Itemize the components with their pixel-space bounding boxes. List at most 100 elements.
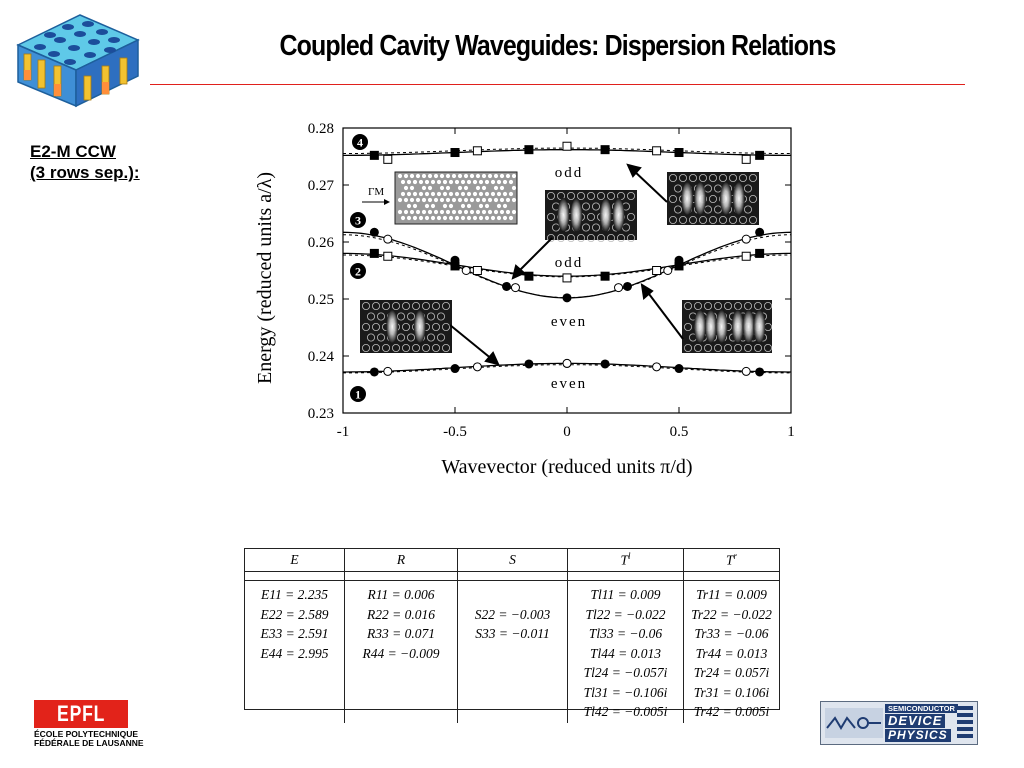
circuit-icon	[825, 708, 883, 738]
inset-hole	[424, 179, 430, 185]
inset-hole	[460, 203, 466, 209]
data-point-filled	[369, 150, 379, 160]
inset-hole	[397, 209, 403, 215]
table-cell: Tl24 = −0.057i	[583, 665, 668, 680]
band-curve-dashed-2	[343, 254, 791, 278]
table-cell: Tr42 = 0.005i	[693, 704, 770, 719]
inset-hole	[466, 203, 472, 209]
inset-hole	[409, 197, 415, 203]
inset-hole	[499, 209, 505, 215]
data-point-filled	[674, 364, 684, 374]
table-header-tr: Tr	[683, 549, 779, 572]
data-point-filled	[450, 364, 460, 374]
inset-hole	[439, 197, 445, 203]
inset-hole	[412, 179, 418, 185]
inset-hole	[496, 215, 502, 221]
y-tick-label: 0.25	[308, 292, 334, 308]
table-cell: Tr31 = 0.106i	[693, 684, 770, 700]
inset-hole	[490, 191, 496, 197]
table-cell: Tr24 = 0.057i	[693, 665, 770, 680]
data-point-filled	[524, 145, 534, 155]
inset-hole	[442, 215, 448, 221]
data-point-filled	[674, 261, 684, 271]
inset-hole	[472, 191, 478, 197]
data-point-open	[652, 146, 662, 156]
data-point-filled	[450, 148, 460, 158]
table-header-s: S	[457, 549, 568, 572]
inset-hole	[451, 173, 457, 179]
sdp-logo-bars	[957, 706, 973, 740]
inset-hole	[478, 203, 484, 209]
table-column-r: R11 = 0.006 R22 = 0.016 R33 = 0.071 R44 …	[344, 580, 458, 723]
inset-hole	[457, 209, 463, 215]
table-header-tl: Tl	[567, 549, 684, 572]
inset-hole	[511, 185, 517, 191]
epfl-logo-line-1: ÉCOLE POLYTECHNIQUE	[34, 729, 139, 739]
band-label-odd-lower: odd	[555, 255, 584, 271]
inset-hole	[493, 209, 499, 215]
inset-hole	[430, 203, 436, 209]
inset-hole	[502, 179, 508, 185]
inset-direction-label: ΓM	[368, 186, 384, 198]
band-marker-4: 4	[352, 134, 368, 150]
inset-hole	[469, 197, 475, 203]
inset-hole	[469, 209, 475, 215]
inset-hole	[424, 191, 430, 197]
data-point-filled	[674, 148, 684, 158]
inset-hole	[475, 173, 481, 179]
inset-hole	[439, 185, 445, 191]
sdp-logo-line-2: DEVICE	[885, 714, 946, 728]
inset-hole	[427, 197, 433, 203]
data-point-filled	[450, 261, 460, 271]
inset-hole	[457, 173, 463, 179]
band-marker-3: 3	[350, 212, 366, 228]
inset-hole	[484, 215, 490, 221]
band-marker-1: 1	[350, 386, 366, 402]
inset-hole	[400, 191, 406, 197]
inset-hole	[454, 191, 460, 197]
inset-hole	[448, 191, 454, 197]
inset-hole	[445, 197, 451, 203]
data-point-open	[562, 358, 572, 368]
table-cell: Tl22 = −0.022	[585, 606, 666, 622]
inset-hole	[496, 203, 502, 209]
inset-hole	[490, 179, 496, 185]
inset-hole	[409, 173, 415, 179]
inset-hole	[403, 173, 409, 179]
inset-hole	[481, 209, 487, 215]
inset-hole	[463, 173, 469, 179]
band-label-odd-upper: odd	[555, 165, 584, 181]
mode-field-image	[682, 300, 773, 353]
data-point-filled	[562, 293, 572, 303]
inset-hole	[460, 215, 466, 221]
data-point-open	[383, 251, 393, 261]
y-tick-label: 0.26	[308, 235, 335, 251]
table-cell: Tl11 = 0.009	[590, 587, 661, 602]
inset-hole	[445, 209, 451, 215]
inset-hole	[484, 179, 490, 185]
inset-hole	[442, 179, 448, 185]
table-header-e: E	[245, 549, 345, 572]
x-tick-label: 1	[787, 424, 795, 440]
inset-hole	[457, 197, 463, 203]
inset-hole	[478, 179, 484, 185]
data-point-open	[562, 273, 572, 283]
inset-hole	[466, 215, 472, 221]
inset-hole	[418, 179, 424, 185]
table-column-tr: Tr11 = 0.009 Tr22 = −0.022 Tr33 = −0.06 …	[684, 581, 780, 723]
table-cell: Tr33 = −0.06	[694, 626, 769, 641]
band-marker-2: 2	[350, 263, 366, 279]
table-cell: Tl31 = −0.106i	[583, 684, 668, 700]
inset-hole	[430, 191, 436, 197]
data-point-open	[741, 154, 751, 164]
inset-hole	[427, 185, 433, 191]
inset-hole	[421, 173, 427, 179]
inset-hole	[463, 197, 469, 203]
inset-hole	[505, 197, 511, 203]
svg-text:3: 3	[355, 214, 361, 228]
inset-hole	[406, 191, 412, 197]
x-axis-label: Wavevector (reduced units π/d)	[441, 456, 692, 478]
inset-hole	[406, 215, 412, 221]
